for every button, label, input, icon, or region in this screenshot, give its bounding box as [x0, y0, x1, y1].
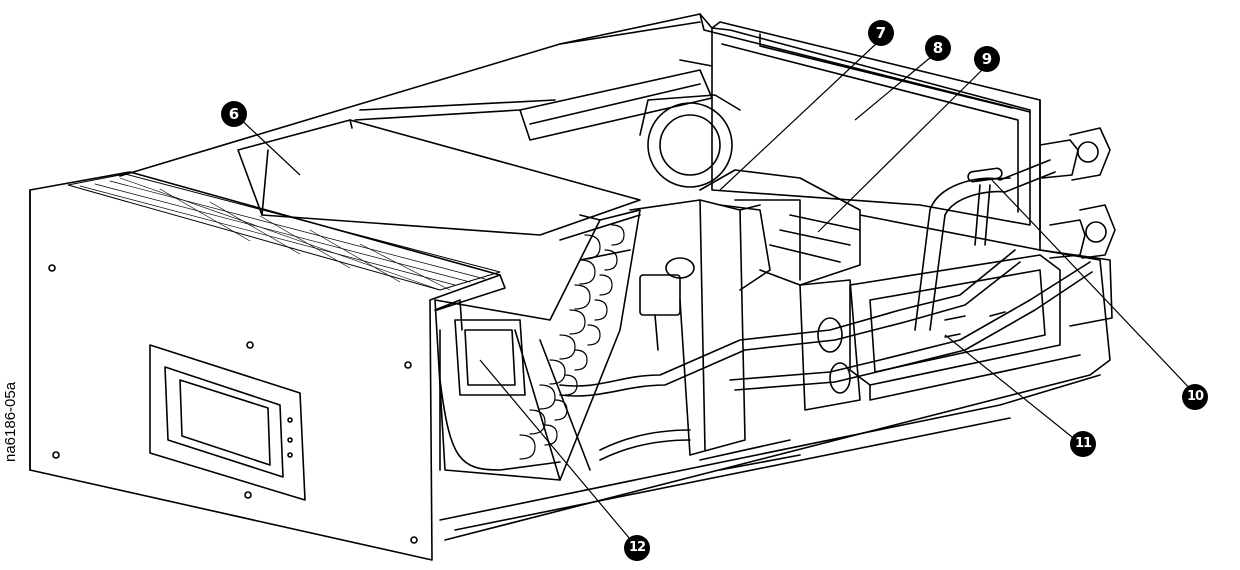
callout-6: 6 [221, 101, 247, 127]
upper-rail [354, 59, 713, 141]
rear-cover-panel [711, 27, 1031, 226]
callout-11: 11 [1070, 431, 1096, 457]
callout-7: 7 [868, 20, 894, 46]
base-tray [439, 374, 1101, 531]
callout-10: 10 [1182, 384, 1208, 410]
air-filter [237, 119, 641, 236]
callout-8: 8 [925, 35, 951, 61]
fan-and-electronics [699, 169, 1041, 291]
solenoid-valve [639, 257, 695, 351]
callout-9: 9 [974, 46, 1000, 72]
controller-board [799, 254, 1081, 411]
heater-block [434, 299, 526, 471]
drawing-id-label: na6186-05a [2, 381, 19, 462]
evaporator-coil [434, 209, 641, 481]
leader-lines [235, 41, 1197, 546]
service-valves [1039, 127, 1116, 259]
refrigerant-piping [439, 159, 1093, 471]
blower-housing [639, 94, 741, 188]
callout-12: 12 [624, 535, 650, 561]
front-panel [29, 171, 506, 561]
center-bracket [629, 199, 761, 456]
